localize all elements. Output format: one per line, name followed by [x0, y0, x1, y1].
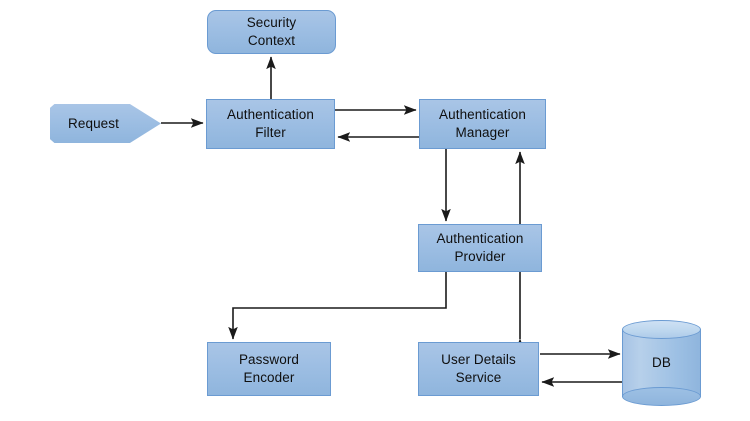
database-cylinder-bottom: [622, 387, 701, 406]
edge-provider-to-password-encoder: [228, 272, 447, 340]
node-authentication-filter-label: Authentication Filter: [227, 107, 314, 140]
database-cylinder-top: [622, 320, 701, 339]
node-authentication-manager[interactable]: Authentication Manager: [419, 99, 546, 149]
node-security-context[interactable]: Security Context: [207, 10, 336, 54]
node-password-encoder[interactable]: Password Encoder: [207, 342, 331, 396]
node-request-label: Request: [68, 115, 119, 131]
node-database[interactable]: DB: [622, 320, 701, 406]
node-user-details-service[interactable]: User Details Service: [418, 342, 539, 396]
node-password-encoder-label: Password Encoder: [238, 352, 300, 385]
node-request[interactable]: Request: [50, 104, 161, 143]
node-database-label: DB: [652, 355, 671, 371]
node-authentication-filter[interactable]: Authentication Filter: [206, 99, 335, 149]
node-security-context-label: Security Context: [246, 15, 297, 48]
node-user-details-service-label: User Details Service: [441, 352, 516, 385]
database-cylinder-body: [622, 329, 701, 397]
node-authentication-manager-label: Authentication Manager: [439, 107, 526, 140]
node-authentication-provider-label: Authentication Provider: [436, 231, 524, 264]
node-authentication-provider[interactable]: Authentication Provider: [418, 224, 542, 272]
